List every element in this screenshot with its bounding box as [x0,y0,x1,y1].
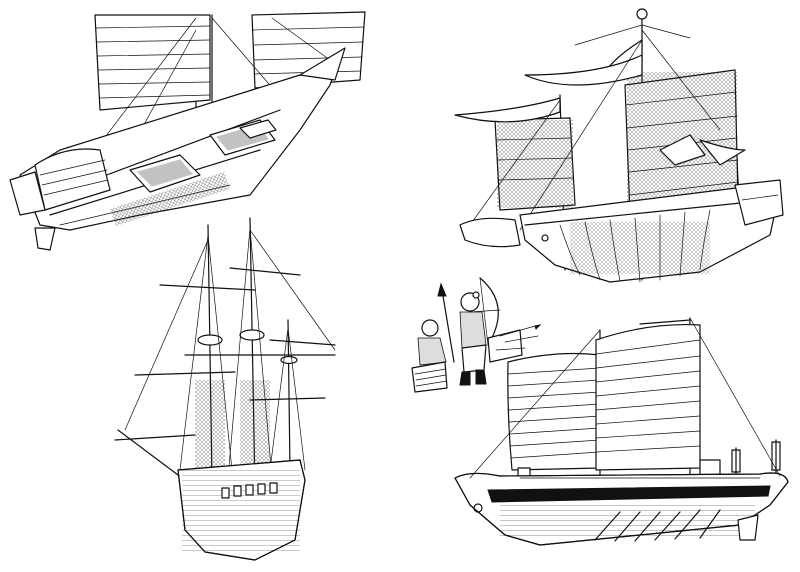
archer-and-soldier-icon [411,277,542,393]
junk-side-profile-icon [454,317,789,546]
junk-with-pennants-icon [454,8,784,283]
three-masted-galleon-icon [114,217,336,561]
junk-with-cargo-holds-icon [9,11,366,251]
